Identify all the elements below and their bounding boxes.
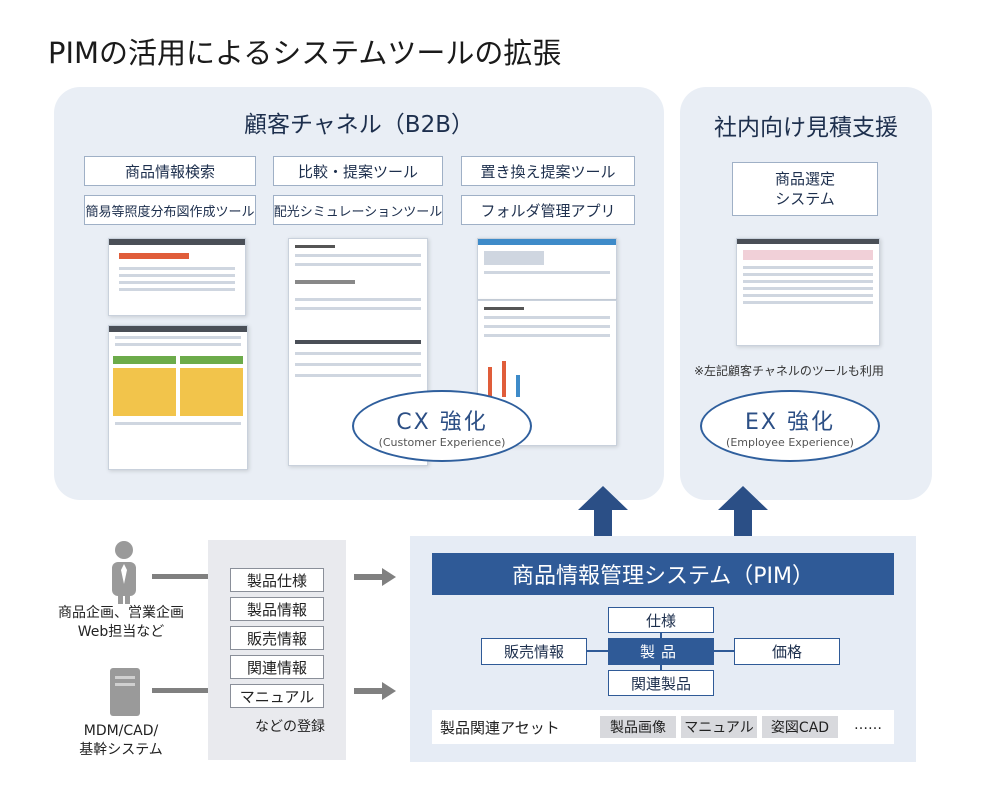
registration-item: 販売情報 (230, 626, 324, 650)
arrow-up-icon (718, 486, 768, 542)
pim-header: 商品情報管理システム（PIM） (432, 553, 894, 595)
pim-product: 製品 (608, 638, 714, 665)
person-icon (112, 541, 136, 604)
tool-light-simulation: 配光シミュレーションツール (273, 195, 443, 225)
asset-chip: 姿図CAD (762, 716, 838, 738)
pim-spec: 仕様 (608, 607, 714, 633)
person-label: 商品企画、営業企画 Web担当など (58, 605, 184, 640)
replacement-screenshot (477, 238, 617, 300)
registration-item: 製品情報 (230, 597, 324, 621)
arrow-right-icon (354, 568, 396, 586)
registration-footer: などの登録 (255, 719, 325, 735)
tool-product-search: 商品情報検索 (84, 156, 256, 186)
cx-badge-sublabel: (Customer Experience) (378, 435, 506, 449)
assets-ellipsis: …… (854, 717, 882, 733)
arrow-up-icon (578, 486, 628, 542)
registration-item: 製品仕様 (230, 568, 324, 592)
internal-note: ※左記顧客チャネルのツールも利用 (694, 364, 884, 378)
illuminance-screenshot (108, 325, 248, 470)
pim-related-products: 関連製品 (608, 670, 714, 696)
tool-replacement-proposal: 置き換え提案ツール (461, 156, 635, 186)
ex-badge-label: EX 強化 (745, 409, 835, 435)
tool-folder-app: フォルダ管理アプリ (461, 195, 635, 225)
tool-illuminance-map: 簡易等照度分布図作成ツール (84, 195, 256, 225)
cx-badge: CX 強化 (Customer Experience) (352, 390, 532, 462)
system-label: MDM/CAD/ 基幹システム (79, 723, 163, 758)
cx-badge-label: CX 強化 (396, 409, 488, 435)
selection-screenshot (736, 238, 880, 346)
pim-sales-info: 販売情報 (481, 638, 587, 665)
search-screenshot (108, 238, 246, 316)
internal-title: 社内向け見積支援 (714, 115, 898, 141)
tool-compare-proposal: 比較・提案ツール (273, 156, 443, 186)
b2b-channel-title: 顧客チャネル（B2B） (244, 112, 474, 138)
system-connector (152, 688, 232, 693)
tool-product-selection: 商品選定 システム (732, 162, 878, 216)
server-icon (110, 668, 140, 716)
registration-item: マニュアル (230, 684, 324, 708)
ex-badge-sublabel: (Employee Experience) (726, 435, 854, 449)
assets-label: 製品関連アセット (440, 719, 560, 737)
asset-chip: マニュアル (681, 716, 757, 738)
registration-item: 関連情報 (230, 655, 324, 679)
ex-badge: EX 強化 (Employee Experience) (700, 390, 880, 462)
arrow-right-icon (354, 682, 396, 700)
pim-price: 価格 (734, 638, 840, 665)
person-connector (152, 574, 232, 579)
asset-chip: 製品画像 (600, 716, 676, 738)
page-title: PIMの活用によるシステムツールの拡張 (48, 36, 562, 70)
